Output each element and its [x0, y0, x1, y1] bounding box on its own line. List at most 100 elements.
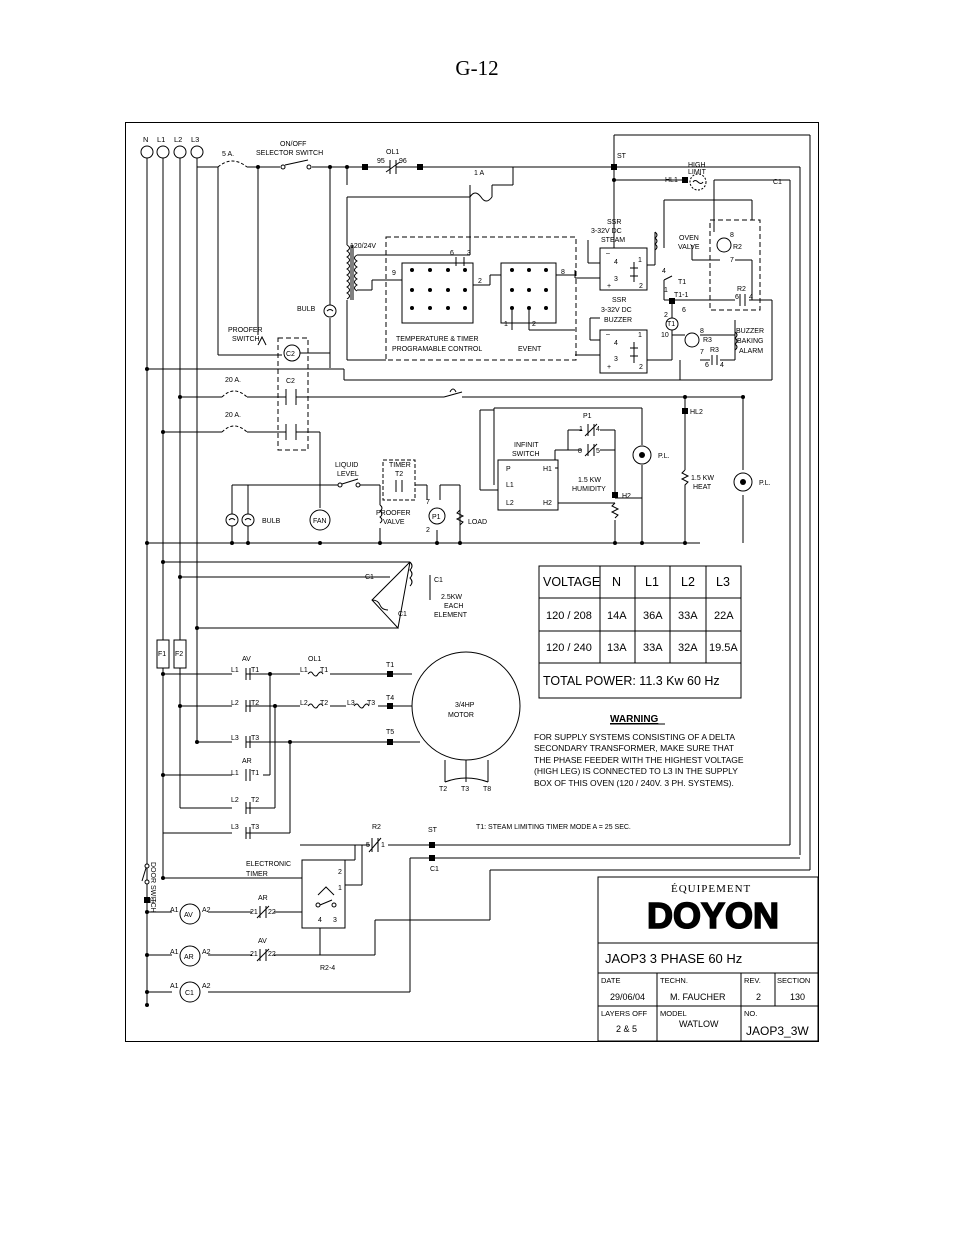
svg-text:7: 7 — [426, 499, 430, 506]
table-cell: 32A — [678, 642, 698, 654]
svg-text:1 A: 1 A — [474, 170, 484, 177]
svg-text:LOAD: LOAD — [468, 519, 487, 526]
table-header-l1: L1 — [645, 575, 659, 589]
svg-text:TEMPERATURE & TIMER: TEMPERATURE & TIMER — [396, 336, 479, 343]
svg-text:LIQUID: LIQUID — [335, 462, 358, 469]
svg-text:T3: T3 — [461, 786, 469, 793]
svg-text:8: 8 — [578, 448, 582, 455]
buzzer-alarm: BUZZER BAKING ALARM — [734, 328, 764, 355]
svg-text:A2: A2 — [202, 949, 211, 956]
svg-text:L1: L1 — [300, 667, 308, 674]
svg-text:4: 4 — [614, 340, 618, 347]
svg-text:T1: T1 — [251, 667, 259, 674]
drawing-title: JAOP3 3 PHASE 60 Hz — [605, 951, 742, 966]
svg-text:P.L.: P.L. — [658, 453, 670, 460]
svg-text:N: N — [143, 135, 148, 144]
door-switch: DOOR SWITCH — [141, 862, 156, 913]
svg-text:DATE: DATE — [601, 976, 620, 985]
fuses-20a: 20 A. 20 A. — [221, 377, 248, 433]
svg-text:–: – — [606, 331, 610, 338]
svg-text:INFINIT: INFINIT — [514, 442, 539, 449]
voltage-table: VOLTAGE N L1 L2 L3 120 / 208 14A 36A 33A… — [538, 565, 742, 699]
svg-text:AV: AV — [258, 938, 267, 945]
svg-text:1: 1 — [381, 842, 385, 849]
svg-text:L1: L1 — [157, 135, 165, 144]
svg-text:6: 6 — [705, 362, 709, 369]
svg-text:95: 95 — [377, 158, 385, 165]
svg-text:P1: P1 — [432, 514, 441, 521]
bulbs-lower: BULB — [225, 513, 281, 527]
svg-text:OL1: OL1 — [308, 656, 321, 663]
svg-text:21: 21 — [250, 951, 258, 958]
svg-text:A1: A1 — [170, 907, 179, 914]
svg-text:T1: T1 — [251, 770, 259, 777]
bulb-top: BULB — [297, 304, 337, 318]
proofer-switch: PROOFER SWITCH — [228, 327, 267, 346]
svg-text:SWITCH: SWITCH — [232, 336, 260, 343]
svg-text:C1: C1 — [430, 866, 439, 873]
svg-text:2: 2 — [639, 283, 643, 290]
date-value: 29/06/04 — [610, 992, 645, 1002]
supply-labels: N L1 L2 L3 — [143, 135, 199, 144]
svg-text:PROGRAMABLE CONTROL: PROGRAMABLE CONTROL — [392, 346, 482, 353]
svg-text:T2: T2 — [439, 786, 447, 793]
electronic-timer: 2 1 4 3 — [301, 859, 346, 929]
proofer-valve: PROOFER VALVE — [376, 504, 411, 526]
junction-dots — [145, 165, 745, 1007]
svg-text:SSR: SSR — [607, 219, 621, 226]
svg-text:T5: T5 — [386, 729, 394, 736]
svg-text:R2: R2 — [372, 824, 381, 831]
svg-text:2: 2 — [478, 278, 482, 285]
svg-text:BOX OF THIS OVEN (120 / 240V.: BOX OF THIS OVEN (120 / 240V. 3 PH. SYST… — [534, 778, 734, 788]
svg-text:T1: T1 — [386, 662, 394, 669]
svg-text:VALVE: VALVE — [678, 244, 700, 251]
svg-text:FAN: FAN — [313, 518, 327, 525]
svg-text:L2: L2 — [231, 700, 239, 707]
svg-text:7: 7 — [700, 349, 704, 356]
terminal-squares — [144, 164, 688, 903]
svg-text:H2: H2 — [622, 493, 631, 500]
svg-text:3-32V DC: 3-32V DC — [601, 307, 632, 314]
svg-text:H2: H2 — [543, 500, 552, 507]
r2-relay: R2 8 7 R2 6 4 — [709, 219, 761, 311]
svg-text:T1: STEAM LIMITING TIMER MODE: T1: STEAM LIMITING TIMER MODE A = 25 SEC… — [476, 824, 631, 831]
svg-text:TECHN.: TECHN. — [660, 976, 688, 985]
p1-contacts: P1 1 4 8 5 — [578, 413, 600, 457]
svg-text:2.5KW: 2.5KW — [441, 594, 462, 601]
svg-text:L2: L2 — [506, 500, 514, 507]
hl1-label: HL1 — [665, 177, 678, 184]
svg-text:L2: L2 — [231, 797, 239, 804]
page-title: G-12 — [455, 56, 499, 80]
svg-text:T3: T3 — [251, 735, 259, 742]
svg-text:96: 96 — [399, 158, 407, 165]
svg-text:2: 2 — [426, 527, 430, 534]
layers-value: 2 & 5 — [616, 1024, 637, 1034]
svg-text:P1: P1 — [583, 413, 592, 420]
heat-element: 1.5 KW HEAT — [680, 469, 714, 491]
svg-text:2: 2 — [664, 312, 668, 319]
table-header-n: N — [612, 575, 621, 589]
table-cell: 120 / 208 — [546, 610, 592, 622]
svg-text:OVEN: OVEN — [679, 235, 699, 242]
svg-text:AR: AR — [242, 758, 252, 765]
techn-value: M. FAUCHER — [670, 992, 726, 1002]
svg-text:HUMIDITY: HUMIDITY — [572, 486, 606, 493]
svg-text:1: 1 — [504, 321, 508, 328]
svg-text:T2: T2 — [395, 471, 403, 478]
pilot-light-1: P.L. — [632, 445, 670, 465]
svg-text:1: 1 — [338, 885, 342, 892]
element-labels: C1 C1 C1 2.5KW EACH ELEMENT — [365, 574, 468, 619]
table-cell: 19.5A — [709, 642, 738, 654]
svg-text:4: 4 — [720, 362, 724, 369]
svg-text:+: + — [607, 283, 611, 290]
svg-text:BUZZER: BUZZER — [604, 317, 632, 324]
humidity-element: 1.5 KW HUMIDITY H2 — [572, 477, 631, 519]
table-cell: 14A — [607, 610, 627, 622]
svg-text:L3: L3 — [191, 135, 199, 144]
drawing-frame — [125, 122, 819, 1042]
svg-text:4: 4 — [596, 426, 600, 433]
motor-fuses: F1 F2 — [156, 639, 187, 669]
av-nc-contact: AV 21 22 — [250, 938, 276, 962]
warning-note: WARNING FOR SUPPLY SYSTEMS CONSISTING OF… — [534, 714, 744, 788]
svg-text:ALARM: ALARM — [739, 348, 763, 355]
